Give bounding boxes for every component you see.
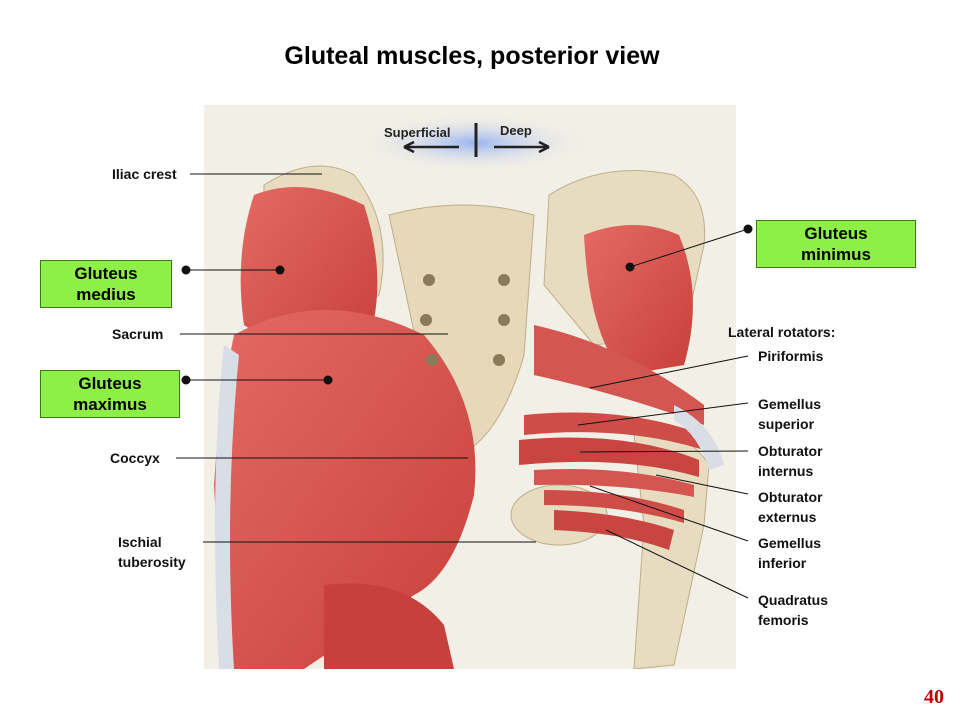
label-piriformis: Piriformis [758, 348, 824, 364]
label-gemellus-superior: Gemellus superior [758, 396, 822, 432]
page-title: Gluteal muscles, posterior view [284, 42, 660, 70]
gluteus-minimus-muscle [584, 225, 693, 375]
obturator-externus-leader [655, 474, 749, 495]
label-obturator-internus: Obturator internus [758, 443, 823, 479]
lateral-rotators-heading: Lateral rotators: [728, 324, 836, 340]
obturator-externus-muscle [534, 469, 694, 497]
gluteus-minimus-pointer-dot [625, 262, 635, 272]
gluteus-maximus-pointer-dot [323, 375, 333, 385]
label-gemellus-inferior: Gemellus inferior [758, 535, 822, 571]
gemellus-inferior-muscle [544, 490, 684, 523]
thigh-muscles [324, 583, 454, 669]
piriformis-leader [589, 355, 749, 389]
gemellus-inferior-leader [589, 485, 749, 542]
superficial-label: Superficial [384, 125, 451, 140]
gluteus-maximus-box-dot [181, 375, 191, 385]
label-iliac-crest: Iliac crest [112, 166, 177, 182]
gluteus-minimus-box-dot [743, 224, 753, 234]
box-gluteus-medius: Gluteus medius [40, 260, 172, 308]
label-obturator-externus: Obturator externus [758, 489, 823, 525]
obturator-internus-leader [579, 450, 749, 453]
label-ischial-tuberosity: Ischial tuberosity [118, 534, 186, 570]
label-sacrum: Sacrum [112, 326, 164, 342]
gemellus-superior-leader [577, 402, 749, 426]
gluteus-medius-box-dot [181, 265, 191, 275]
box-gluteus-maximus: Gluteus maximus [40, 370, 180, 418]
box-gluteus-minimus: Gluteus minimus [756, 220, 916, 268]
obturator-internus-muscle [519, 437, 699, 477]
gemellus-superior-muscle [524, 412, 704, 450]
page-number: 40 [924, 686, 944, 708]
fascia-left [215, 345, 239, 669]
gluteus-medius-pointer-dot [275, 265, 285, 275]
quadratus-femoris-muscle [554, 510, 674, 550]
direction-glow [354, 113, 594, 173]
gluteal-anatomy-illustration: Superficial Deep [204, 105, 736, 669]
gluteus-maximus-muscle [214, 310, 476, 669]
deep-label: Deep [500, 123, 532, 138]
fascia-right [674, 405, 724, 470]
label-coccyx: Coccyx [110, 450, 160, 466]
label-quadratus-femoris: Quadratus femoris [758, 592, 829, 628]
piriformis-muscle [534, 325, 704, 425]
gluteus-minimus-leader [629, 228, 749, 268]
quadratus-femoris-leader [605, 529, 749, 599]
